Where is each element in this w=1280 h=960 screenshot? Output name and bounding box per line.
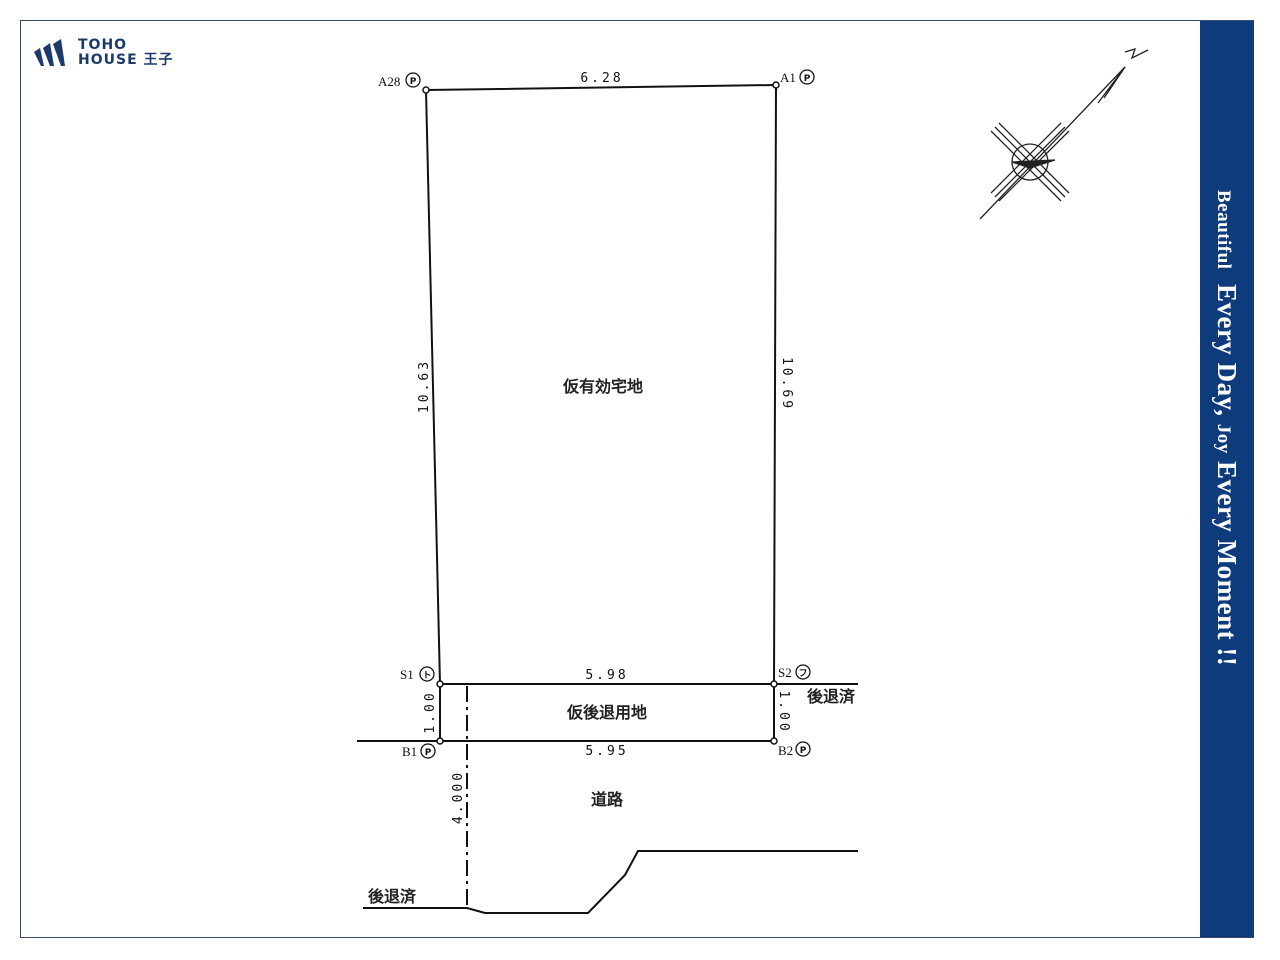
- label-lot: 仮有効宅地: [562, 377, 643, 396]
- north-arrow-icon: [979, 48, 1149, 220]
- dim-middle: 5.98: [585, 668, 628, 683]
- logo-line-1: TOHO: [78, 37, 128, 53]
- point-s2: S2: [778, 665, 792, 680]
- point-b2: B2: [778, 743, 793, 758]
- label-setback-done-left: 後退済: [368, 887, 417, 906]
- label-road: 道路: [591, 790, 624, 809]
- mark-p: P: [425, 748, 432, 758]
- road-far-edge: [363, 850, 858, 914]
- point-a1: A1: [780, 70, 796, 85]
- dim-bottom: 5.95: [585, 744, 628, 759]
- logo-mark-icon: [34, 39, 65, 66]
- dim-road-width: 4.000: [451, 770, 466, 824]
- dim-setback-left: 1.00: [423, 690, 438, 733]
- toho-house-logo: TOHO HOUSE 王子: [32, 38, 174, 68]
- north-label: N: [1141, 57, 1142, 59]
- mark-p: P: [804, 74, 811, 84]
- label-setback-done-right: 後退済: [807, 687, 856, 706]
- mark-s1: ト: [422, 670, 431, 681]
- mark-p: P: [410, 77, 417, 87]
- point-a28: A28: [378, 74, 400, 89]
- logo-line-2: HOUSE 王子: [78, 52, 174, 68]
- mark-s2: フ: [798, 669, 807, 679]
- dim-setback-right: 1.00: [776, 690, 791, 733]
- point-s1: S1: [400, 667, 414, 682]
- dim-top: 6.28: [580, 71, 623, 86]
- point-b1: B1: [402, 744, 417, 759]
- label-setback-area: 仮後退用地: [566, 703, 647, 722]
- slogan-banner: [1200, 21, 1254, 937]
- dim-left: 10.63: [417, 359, 432, 413]
- dim-right: 10.69: [779, 357, 794, 411]
- mark-p: P: [800, 746, 807, 756]
